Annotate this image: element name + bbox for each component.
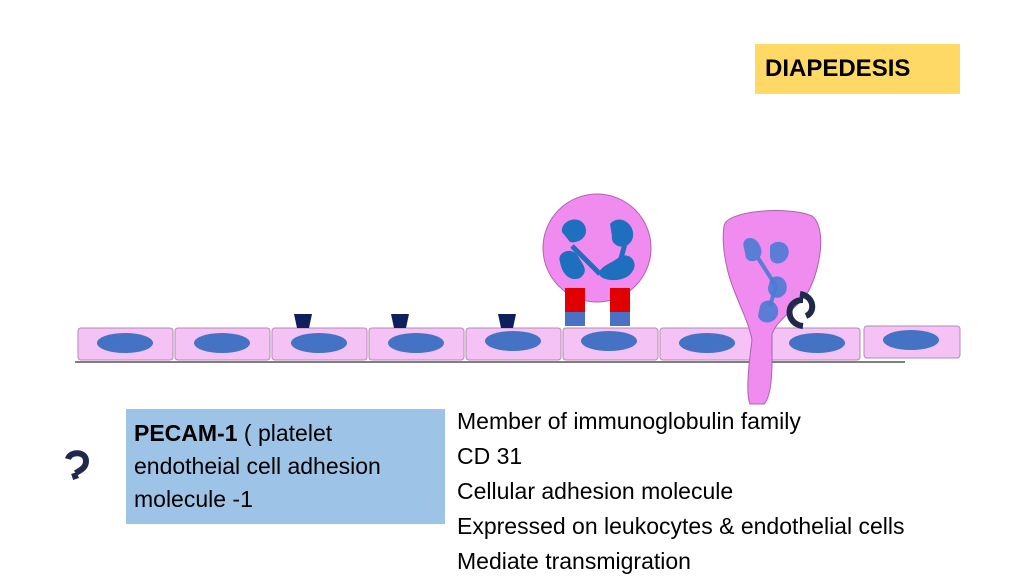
- receptor-icon: [294, 314, 312, 328]
- fact-item: Member of immunoglobulin family: [457, 408, 801, 434]
- nucleus-icon: [883, 330, 939, 350]
- nucleus-icon: [388, 333, 444, 353]
- facts-list: Member of immunoglobulin family CD 31 Ce…: [457, 404, 1017, 579]
- pecam-1-icon: [786, 297, 804, 329]
- nucleus-icon: [485, 331, 541, 351]
- receptors: [294, 314, 516, 328]
- endothelial-layer: [77, 325, 961, 361]
- selectin-receptor-icon: [610, 312, 630, 326]
- pecam-name: PECAM-1: [134, 420, 238, 446]
- selectin-receptor-icon: [565, 312, 585, 326]
- adhered-leukocyte: [542, 193, 652, 326]
- transmigrating-leukocyte: [722, 210, 822, 405]
- pecam-1-icon: [65, 450, 90, 480]
- receptor-icon: [391, 314, 409, 328]
- pecam-1-icon: [799, 291, 816, 319]
- nucleus-icon: [581, 331, 637, 351]
- pecam-label-box: PECAM-1 ( platelet endotheial cell adhes…: [126, 409, 445, 524]
- selectin-icon: [565, 288, 585, 312]
- pecam-description: ( platelet endotheial cell adhesion mole…: [134, 420, 381, 512]
- title-box: DIAPEDESIS: [755, 44, 960, 94]
- nucleus-icon: [679, 333, 735, 353]
- fact-item: Expressed on leukocytes & endothelial ce…: [457, 513, 905, 539]
- fact-item: Cellular adhesion molecule: [457, 478, 734, 504]
- nucleus-icon: [97, 333, 153, 353]
- nucleus-icon: [789, 333, 845, 353]
- nucleus-icon: [291, 333, 347, 353]
- selectin-icon: [610, 288, 630, 312]
- fact-item: CD 31: [457, 443, 523, 469]
- receptor-icon: [498, 314, 516, 328]
- fact-item: Mediate transmigration: [457, 548, 691, 574]
- nucleus-icon: [194, 333, 250, 353]
- slide-title: DIAPEDESIS: [765, 55, 911, 82]
